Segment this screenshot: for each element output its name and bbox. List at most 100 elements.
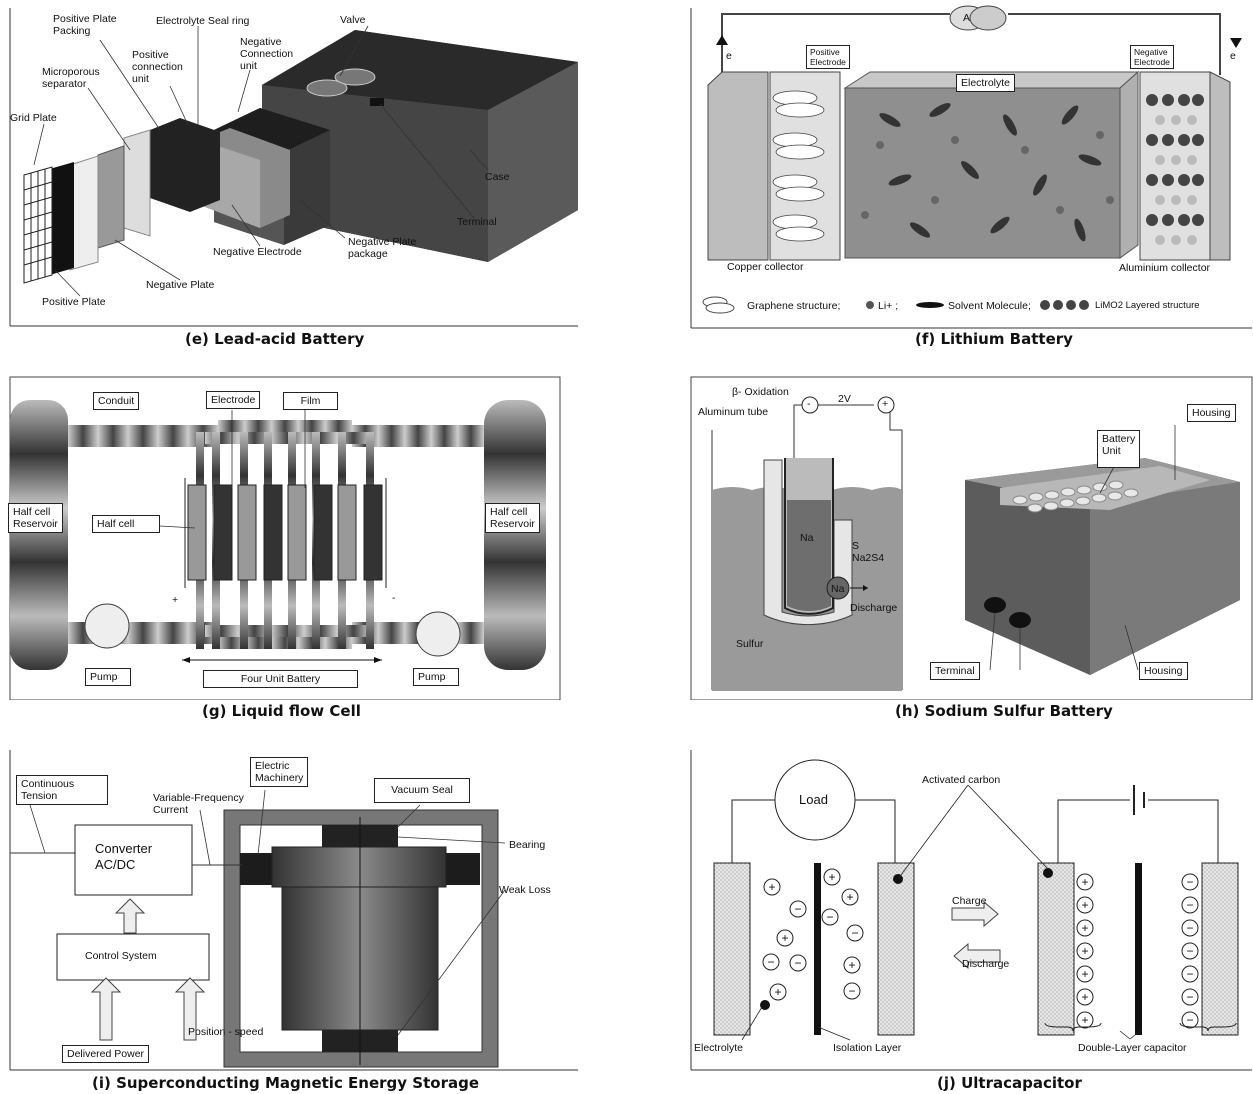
label-weak-loss: Weak Loss xyxy=(499,884,551,896)
label-plus: + xyxy=(172,594,178,606)
svg-text:−: − xyxy=(1186,1013,1193,1027)
legend-li: Li+ ; xyxy=(878,300,898,312)
svg-text:−: − xyxy=(851,926,858,940)
lead-acid-battery-illustration xyxy=(0,0,600,330)
svg-text:−: − xyxy=(1186,967,1193,981)
label-delivered-power: Delivered Power xyxy=(62,1045,149,1063)
label-grid-plate: Grid Plate xyxy=(10,112,57,124)
label-electrolyte: Electrolyte xyxy=(956,74,1015,92)
label-sulfur: Sulfur xyxy=(736,638,763,650)
svg-text:−: − xyxy=(767,955,774,969)
svg-text:+: + xyxy=(1081,921,1088,935)
label-activated-carbon: Activated carbon xyxy=(922,774,1000,786)
svg-text:+: + xyxy=(1081,990,1088,1004)
label-terminal: Terminal xyxy=(457,216,497,228)
svg-text:+: + xyxy=(848,958,855,972)
caption-liquid-flow-cell: (g) Liquid flow Cell xyxy=(202,702,361,720)
label-electrode: Electrode xyxy=(206,391,260,409)
caption-lithium-battery: (f) Lithium Battery xyxy=(915,330,1073,348)
label-vacuum-seal: Vacuum Seal xyxy=(374,778,470,803)
panel-lead-acid-battery: Positive Plate Packing Electrolyte Seal … xyxy=(0,0,600,330)
svg-text:−: − xyxy=(794,902,801,916)
svg-text:+: + xyxy=(1081,967,1088,981)
label-valve: Valve xyxy=(340,14,366,26)
label-plus: + xyxy=(882,398,888,410)
label-s-na2s4: S Na2S4 xyxy=(852,540,884,564)
label-pump-left: Pump xyxy=(85,668,131,686)
label-four-unit-battery: Four Unit Battery xyxy=(203,670,358,688)
svg-text:−: − xyxy=(1186,921,1193,935)
label-pump-right: Pump xyxy=(413,668,459,686)
label-housing-top: Housing xyxy=(1187,404,1236,422)
label-charge: Charge xyxy=(952,895,986,907)
label-minus: - xyxy=(392,592,396,604)
label-battery-unit: Battery Unit xyxy=(1097,430,1140,468)
svg-text:+: + xyxy=(828,870,835,884)
label-negative-plate-package: Negative Plate package xyxy=(348,236,416,260)
legend-graphene: Graphene structure; xyxy=(747,300,840,312)
label-microporous-separator: Microporous separator xyxy=(42,66,100,90)
label-positive-connection-unit: Positive connection unit xyxy=(132,49,183,85)
label-electrolyte-seal-ring: Electrolyte Seal ring xyxy=(156,15,249,27)
label-negative-connection-unit: Negative Connection unit xyxy=(240,36,293,72)
caption-ultracapacitor: (j) Ultracapacitor xyxy=(937,1074,1082,1092)
svg-text:−: − xyxy=(1186,944,1193,958)
svg-text:+: + xyxy=(768,880,775,894)
label-terminal: Terminal xyxy=(930,662,980,680)
label-case: Case xyxy=(485,171,510,183)
label-beta-oxidation: β- Oxidation xyxy=(732,386,789,398)
svg-text:+: + xyxy=(1081,1013,1088,1027)
liquid-flow-cell-illustration xyxy=(0,370,570,700)
svg-text:+: + xyxy=(1081,944,1088,958)
svg-text:−: − xyxy=(1186,875,1193,889)
svg-text:−: − xyxy=(848,984,855,998)
panel-liquid-flow-cell: Conduit Electrode Film Half cell Reservo… xyxy=(0,370,570,720)
label-electric-machinery: Electric Machinery xyxy=(250,757,308,787)
label-conduit: Conduit xyxy=(93,392,139,410)
label-position-speed: Position - speed xyxy=(188,1026,263,1038)
label-positive-plate: Positive Plate xyxy=(42,296,106,308)
svg-text:+: + xyxy=(1081,898,1088,912)
label-minus: - xyxy=(807,398,811,410)
ion-signs-left: +−+ −−+ ++− −+− xyxy=(767,870,858,999)
label-positive-electrode: Positive Electrode xyxy=(806,45,850,69)
label-negative-electrode: Negative Electrode xyxy=(1130,45,1174,69)
ultracapacitor-illustration: +−+ −−+ ++− −+− +++ +++ + −−− xyxy=(690,745,1253,1075)
label-voltage: 2V xyxy=(838,393,851,405)
label-discharge: Discharge xyxy=(962,958,1009,970)
svg-text:−: − xyxy=(826,910,833,924)
svg-text:+: + xyxy=(1081,875,1088,889)
label-isolation-layer: Isolation Layer xyxy=(833,1042,901,1054)
panel-sodium-sulfur-battery: β- Oxidation Aluminum tube - 2V + Na S N… xyxy=(690,370,1253,720)
label-control-system: Control System xyxy=(85,950,157,962)
label-half-cell-reservoir-right: Half cell Reservoir xyxy=(485,503,540,533)
label-variable-frequency-current: Variable-Frequency Current xyxy=(153,792,244,816)
label-na-ion: Na xyxy=(831,583,844,595)
label-continuous-tension: Continuous Tension xyxy=(16,775,108,805)
label-converter: Converter AC/DC xyxy=(95,841,152,873)
panel-lithium-battery: A e e Positive Electrode Negative Electr… xyxy=(690,0,1253,350)
label-double-layer-capacitor: Double-Layer capacitor xyxy=(1078,1042,1187,1054)
legend-limo2: LiMO2 Layered structure xyxy=(1095,300,1200,312)
label-load: Load xyxy=(799,792,828,808)
svg-text:+: + xyxy=(781,931,788,945)
label-bearing: Bearing xyxy=(509,839,545,851)
label-electrolyte: Electrolyte xyxy=(694,1042,743,1054)
label-positive-plate-packing: Positive Plate Packing xyxy=(53,13,117,37)
label-half-cell: Half cell xyxy=(92,515,160,533)
svg-text:−: − xyxy=(1186,898,1193,912)
label-film: Film xyxy=(283,392,338,410)
label-na: Na xyxy=(800,532,813,544)
svg-text:+: + xyxy=(846,890,853,904)
label-negative-electrode: Negative Electrode xyxy=(213,246,302,258)
caption-lead-acid-battery: (e) Lead-acid Battery xyxy=(185,330,364,348)
label-copper-collector: Copper collector xyxy=(727,261,803,273)
label-negative-plate: Negative Plate xyxy=(146,279,214,291)
label-ammeter: A xyxy=(963,12,970,24)
panel-smes: Continuous Tension Electric Machinery Va… xyxy=(0,745,590,1094)
label-discharge: Discharge xyxy=(850,602,897,614)
svg-text:−: − xyxy=(794,956,801,970)
label-aluminium-collector: Aluminium collector xyxy=(1119,262,1210,274)
label-half-cell-reservoir-left: Half cell Reservoir xyxy=(8,503,63,533)
label-housing-bottom: Housing xyxy=(1139,662,1188,680)
